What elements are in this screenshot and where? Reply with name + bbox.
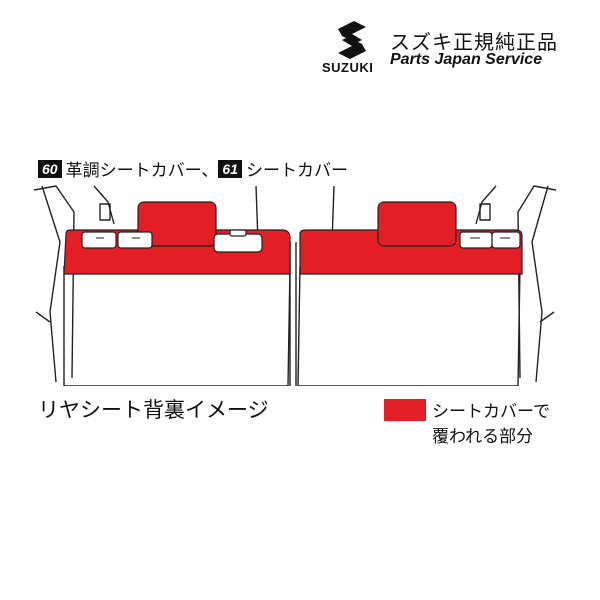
product-number-badge-61: 61 xyxy=(218,159,242,178)
left-door-handle-line xyxy=(35,311,51,323)
left-seat-back-lower xyxy=(63,265,291,386)
right-window-line xyxy=(475,185,497,225)
right-headrest-cover xyxy=(377,201,457,247)
left-window-line xyxy=(93,185,115,225)
center-armrest-top xyxy=(213,233,263,253)
right-belt-buckle xyxy=(479,203,491,221)
brand-header: SUZUKI スズキ正規純正品 Parts Japan Service xyxy=(322,20,592,80)
left-door-line xyxy=(41,185,61,383)
right-seat-back-lower xyxy=(297,265,521,386)
brand-title-jp: スズキ正規純正品 xyxy=(390,30,558,54)
right-door-handle-line xyxy=(539,311,555,323)
right-outer-headrest xyxy=(491,231,521,249)
right-inner-headrest xyxy=(459,231,493,249)
rear-seat-drawing xyxy=(34,185,556,386)
legend-swatch xyxy=(384,399,426,421)
product-name-61: シートカバー xyxy=(246,161,348,181)
left-outer-headrest xyxy=(81,231,117,249)
left-belt-buckle xyxy=(99,203,111,221)
product-name-60: 革調シートカバー、 xyxy=(65,161,219,181)
right-pillar-line xyxy=(517,185,556,379)
legend-text-line-2: 覆われる部分 xyxy=(432,427,534,447)
rear-seat-illustration xyxy=(34,182,556,386)
legend: シートカバーで 覆われる部分 xyxy=(384,397,584,457)
rear-seat-label: リヤシート背裏イメージ xyxy=(38,398,269,422)
brand-title-en: Parts Japan Service xyxy=(390,51,543,68)
product-number-badge-60: 60 xyxy=(38,159,62,178)
right-door-line xyxy=(531,185,549,383)
legend-text-line-1: シートカバーで xyxy=(432,402,550,422)
left-pillar-line xyxy=(34,185,75,379)
suzuki-s-logo-icon xyxy=(332,20,372,60)
left-headrest-cover xyxy=(137,201,217,247)
brand-logo-word: SUZUKI xyxy=(322,60,374,75)
left-inner-headrest xyxy=(117,231,153,249)
center-armrest-clip xyxy=(229,229,247,237)
